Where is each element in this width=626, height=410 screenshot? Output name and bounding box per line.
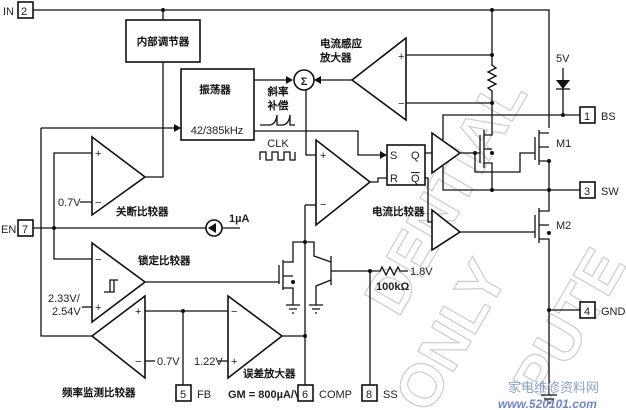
- sense-mosfet: [475, 130, 493, 190]
- low-side-driver: [431, 208, 462, 252]
- hysteresis-icon: [104, 279, 118, 293]
- svg-text:6: 6: [302, 389, 308, 401]
- current-comparator-label: 电流比较器: [372, 205, 425, 218]
- sr-latch: [386, 144, 426, 186]
- pin-en-label: EN: [1, 224, 16, 236]
- svg-text:+: +: [95, 302, 101, 314]
- svg-text:Q: Q: [411, 173, 420, 185]
- svg-text:7: 7: [22, 224, 28, 236]
- lock-comparator-label: 锁定比较器: [138, 254, 191, 267]
- svg-text:8: 8: [366, 389, 372, 401]
- shutdown-threshold: 0.7V: [58, 197, 81, 209]
- clk-label: CLK: [267, 138, 289, 150]
- ground-icon: [286, 304, 300, 314]
- reference-voltage: 1.22V: [194, 356, 223, 368]
- shutdown-comparator-label: 关断比较器: [116, 205, 169, 218]
- m1-label: M1: [556, 138, 571, 150]
- ss-transistor: [305, 241, 370, 305]
- current-comparator: [315, 138, 372, 227]
- m2-mosfet: [534, 190, 550, 395]
- ss-voltage: 1.8V: [410, 266, 433, 278]
- cs-amp-label: 放大器: [319, 51, 352, 64]
- pin-ss-label: SS: [383, 389, 398, 401]
- pin-gnd-label: GND: [601, 306, 626, 318]
- oscillator-label: 振荡器: [199, 83, 231, 96]
- shutdown-comparator: [91, 135, 147, 217]
- svg-text:R: R: [390, 173, 398, 185]
- cs-amp-label: 电流感应: [320, 37, 362, 50]
- frequency-monitor-comparator: [90, 294, 146, 380]
- error-amplifier: [227, 294, 284, 380]
- m1-mosfet: [534, 130, 550, 190]
- in-rail: [33, 9, 550, 128]
- svg-text:+: +: [135, 306, 141, 318]
- pin-in-number: 2: [21, 6, 27, 18]
- svg-text:+: +: [398, 51, 404, 63]
- pin-fb-box: [175, 384, 192, 402]
- oscillator-frequency: 42/385kHz: [191, 125, 244, 137]
- slope-comp-label: 斜率: [267, 85, 289, 98]
- gm-label: GM = 800µA/V: [228, 389, 302, 401]
- pin-comp-label: COMP: [319, 389, 352, 401]
- svg-text:−: −: [231, 306, 237, 318]
- site-watermark-url: www.520101.com: [498, 397, 597, 410]
- svg-text:1: 1: [584, 111, 590, 123]
- site-watermark-cn: 家电维修资料网: [508, 380, 599, 396]
- clock-waveform-icon: [259, 151, 296, 161]
- lock-comparator: [91, 241, 147, 324]
- svg-text:Q: Q: [411, 150, 420, 162]
- freq-threshold: 0.7V: [157, 356, 180, 368]
- svg-text:S: S: [390, 150, 397, 162]
- pin-sw-box: [579, 181, 596, 199]
- pin-bs-label: BS: [601, 111, 616, 123]
- sense-resistor: [406, 10, 498, 130]
- pin-bs-box: [579, 106, 596, 124]
- lock-mosfet: [278, 241, 305, 305]
- oscillator-block: [180, 68, 255, 141]
- slope-comp-label: 补偿: [267, 99, 289, 112]
- svg-text:4: 4: [584, 306, 590, 318]
- ramp-waveform-icon: [260, 114, 295, 126]
- svg-text:+: +: [95, 148, 101, 160]
- svg-text:5: 5: [180, 389, 186, 401]
- pin-ss-box: [361, 384, 378, 402]
- ground-icon: [541, 394, 557, 404]
- svg-text:+: +: [231, 356, 237, 368]
- freq-comparator-label: 频率监测比较器: [62, 386, 136, 399]
- svg-text:+: +: [320, 150, 326, 162]
- svg-text:−: −: [398, 98, 404, 110]
- pin-comp-box: [297, 384, 314, 402]
- m2-label: M2: [556, 220, 571, 232]
- svg-text:3: 3: [584, 186, 590, 198]
- error-amp-label: 误差放大器: [243, 367, 296, 380]
- svg-text:−: −: [135, 356, 141, 368]
- ss-resistor-value: 100kΩ: [376, 281, 409, 293]
- regulator-label: 内部调节器: [137, 35, 190, 48]
- boot-voltage-label: 5V: [556, 53, 570, 65]
- ss-resistor: [370, 265, 408, 277]
- current-sense-amplifier: [350, 36, 407, 122]
- lock-threshold: 2.33V/: [48, 293, 81, 305]
- diode-icon: [556, 80, 570, 89]
- high-side-driver: [431, 131, 462, 175]
- svg-text:−: −: [95, 197, 101, 209]
- svg-text:−: −: [95, 254, 101, 266]
- pin-in-label: IN: [3, 6, 14, 18]
- pin-gnd-box: [579, 301, 596, 319]
- pin-fb-label: FB: [197, 389, 211, 401]
- pin-sw-label: SW: [601, 186, 619, 198]
- sum-symbol: Σ: [301, 76, 308, 88]
- svg-text:−: −: [320, 199, 326, 211]
- lock-threshold: 2.54V: [52, 306, 81, 318]
- ground-icon: [309, 304, 323, 314]
- current-source-label: 1µA: [229, 213, 249, 225]
